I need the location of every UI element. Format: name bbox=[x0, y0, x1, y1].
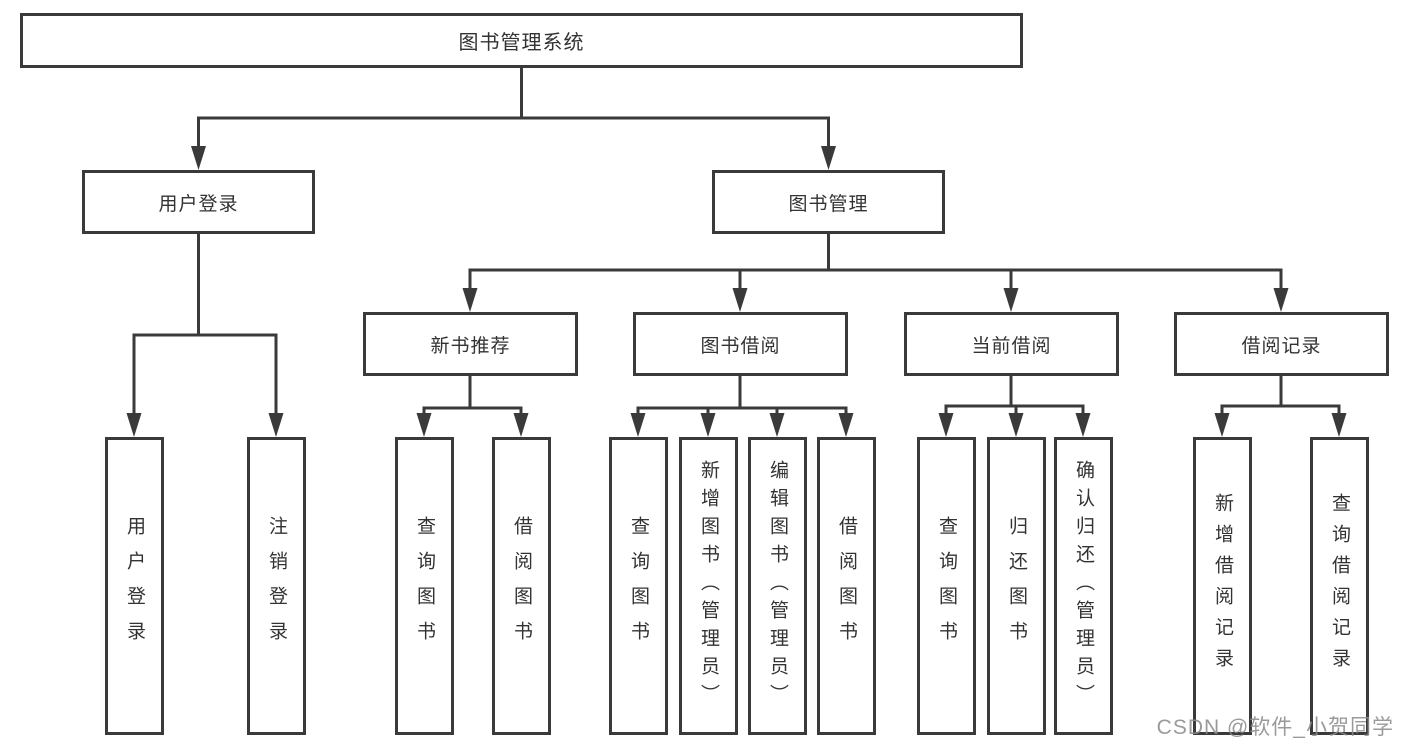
leaf-query-borrow-record-label: 查询借阅记录 bbox=[1329, 493, 1350, 679]
leaf-query-books-recommend: 查询图书 bbox=[395, 437, 454, 735]
connector-root-to-level2 bbox=[197, 68, 830, 150]
leaf-return-books-label: 归还图书 bbox=[1006, 516, 1027, 656]
node-root: 图书管理系统 bbox=[20, 13, 1023, 68]
node-current-borrow-label: 当前借阅 bbox=[971, 335, 1052, 357]
node-book-borrow: 图书借阅 bbox=[633, 312, 848, 376]
leaf-add-books-admin-label: 新增图书（管理员） bbox=[698, 460, 719, 712]
node-user-login-label: 用户登录 bbox=[158, 193, 239, 215]
leaf-borrow-books-label: 借阅图书 bbox=[836, 516, 857, 656]
leaf-edit-books-admin: 编辑图书（管理员） bbox=[748, 437, 807, 735]
leaf-logout: 注销登录 bbox=[247, 437, 306, 735]
leaf-query-books-recommend-label: 查询图书 bbox=[414, 516, 435, 656]
connector-book-management-to-level3 bbox=[468, 234, 1283, 292]
connector-current-borrow-to-leaves bbox=[944, 376, 1085, 417]
node-borrow-records: 借阅记录 bbox=[1174, 312, 1389, 376]
node-book-management-label: 图书管理 bbox=[788, 193, 869, 215]
node-root-label: 图书管理系统 bbox=[458, 32, 585, 54]
node-new-book-recommend: 新书推荐 bbox=[363, 312, 578, 376]
node-user-login: 用户登录 bbox=[82, 170, 315, 234]
leaf-confirm-return-admin-label: 确认归还（管理员） bbox=[1073, 460, 1094, 712]
leaf-confirm-return-admin: 确认归还（管理员） bbox=[1054, 437, 1113, 735]
connector-user-login-to-leaves bbox=[132, 234, 278, 416]
node-book-management: 图书管理 bbox=[712, 170, 945, 234]
leaf-add-books-admin: 新增图书（管理员） bbox=[679, 437, 738, 735]
leaf-query-books-borrow-label: 查询图书 bbox=[628, 516, 649, 656]
node-new-book-recommend-label: 新书推荐 bbox=[430, 335, 511, 357]
node-borrow-records-label: 借阅记录 bbox=[1241, 335, 1322, 357]
watermark: CSDN @软件_小贺同学 bbox=[1156, 716, 1394, 739]
connector-borrow-records-to-leaves bbox=[1220, 376, 1341, 417]
leaf-query-books-current: 查询图书 bbox=[917, 437, 976, 735]
leaf-user-login: 用户登录 bbox=[105, 437, 164, 735]
node-book-borrow-label: 图书借阅 bbox=[700, 335, 781, 357]
connector-book-borrow-to-leaves bbox=[636, 376, 848, 417]
leaf-logout-label: 注销登录 bbox=[266, 516, 287, 656]
leaf-edit-books-admin-label: 编辑图书（管理员） bbox=[767, 460, 788, 712]
leaf-borrow-books-recommend-label: 借阅图书 bbox=[511, 516, 532, 656]
leaf-add-borrow-record-label: 新增借阅记录 bbox=[1212, 493, 1233, 679]
leaf-borrow-books-recommend: 借阅图书 bbox=[492, 437, 551, 735]
leaf-query-books-borrow: 查询图书 bbox=[609, 437, 668, 735]
leaf-query-books-current-label: 查询图书 bbox=[936, 516, 957, 656]
leaf-user-login-label: 用户登录 bbox=[124, 516, 145, 656]
leaf-add-borrow-record: 新增借阅记录 bbox=[1193, 437, 1252, 735]
leaf-query-borrow-record: 查询借阅记录 bbox=[1310, 437, 1369, 735]
node-current-borrow: 当前借阅 bbox=[904, 312, 1119, 376]
leaf-borrow-books: 借阅图书 bbox=[817, 437, 876, 735]
leaf-return-books: 归还图书 bbox=[987, 437, 1046, 735]
connector-new-book-recommend-to-leaves bbox=[422, 376, 523, 417]
